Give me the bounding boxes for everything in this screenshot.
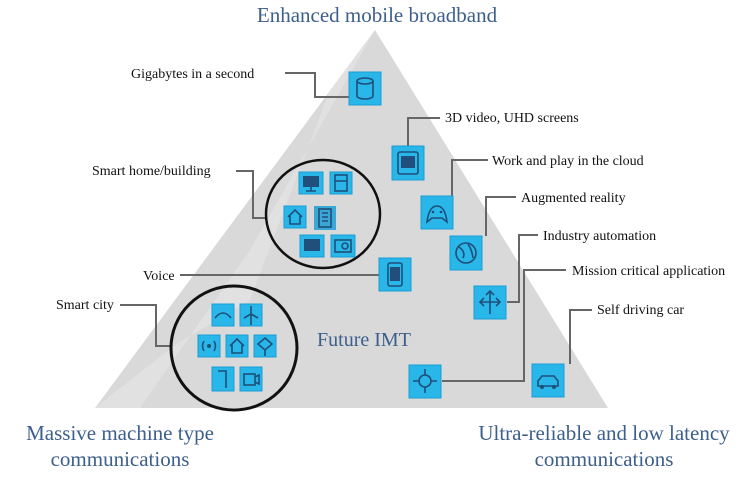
title-mmtc-line1: Massive machine type xyxy=(26,421,214,445)
label-voice: Voice xyxy=(143,269,175,284)
title-embb: Enhanced mobile broadband xyxy=(257,3,498,27)
house-icon xyxy=(283,205,307,229)
label-car: Self driving car xyxy=(597,303,684,318)
label-mission: Mission critical application xyxy=(572,264,725,279)
refrigerator-icon xyxy=(329,171,353,195)
center-title: Future IMT xyxy=(317,329,411,351)
smartphone-icon xyxy=(378,257,412,292)
label-cloud: Work and play in the cloud xyxy=(492,154,644,169)
monitor-icon xyxy=(298,171,324,195)
database-icon xyxy=(348,71,382,106)
camera-icon xyxy=(239,366,263,392)
tablet-video-icon xyxy=(391,145,425,181)
globe-icon xyxy=(449,235,483,271)
connector-ar xyxy=(485,196,516,236)
label-city: Smart city xyxy=(56,298,114,313)
label-video: 3D video, UHD screens xyxy=(445,111,579,126)
triangle-highlight xyxy=(95,30,375,408)
street-lamp-icon xyxy=(211,366,235,392)
wireless-sensor-icon xyxy=(197,334,221,358)
car-icon xyxy=(531,363,565,398)
game-controller-icon xyxy=(420,195,454,230)
tree-sensor-icon xyxy=(253,334,277,358)
city-house-icon xyxy=(225,334,249,358)
robot-arm-icon xyxy=(473,285,507,320)
wind-turbine-icon xyxy=(239,303,263,327)
connector-gigabytes xyxy=(285,72,349,98)
bridge-icon xyxy=(211,303,235,327)
title-urllc-line1: Ultra-reliable and low latency xyxy=(478,421,730,445)
label-home: Smart home/building xyxy=(92,164,211,179)
tv-icon xyxy=(299,234,325,258)
connector-video xyxy=(407,117,440,146)
label-gigabytes: Gigabytes in a second xyxy=(131,67,254,82)
title-mmtc-line2: communications xyxy=(51,447,190,471)
connector-cloud xyxy=(451,159,488,196)
building-icon xyxy=(314,206,336,230)
label-ar: Augmented reality xyxy=(521,191,626,206)
smart-city-circle xyxy=(169,284,299,412)
connector-home xyxy=(236,170,267,219)
connector-car xyxy=(569,309,592,364)
connector-industry xyxy=(507,234,538,303)
title-urllc-line2: communications xyxy=(535,447,674,471)
mission-critical-icon xyxy=(408,364,442,399)
connector-city xyxy=(120,304,170,347)
smart-home-circle xyxy=(264,158,382,270)
safe-icon xyxy=(330,234,356,258)
connector-mission xyxy=(442,269,566,382)
label-industry: Industry automation xyxy=(543,229,656,244)
